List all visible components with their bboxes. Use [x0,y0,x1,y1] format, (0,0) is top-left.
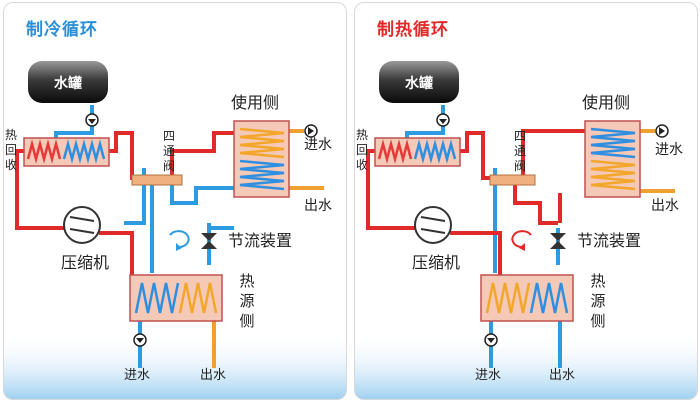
warm-water-pipes [212,129,324,368]
water-tank-label: 水罐 [405,76,433,92]
water-in-label: 进水 [304,137,332,153]
water-tank [28,61,108,103]
compressor-icon [414,206,452,244]
four-way-valve-label: 四通阀 [162,129,175,173]
cooling-cycle-panel: 制冷循环 水罐 热回收 四通阀 使用侧 进水 出水 压缩机 节流装置 热源侧 进… [3,2,347,400]
hot-coil [26,139,62,164]
panel-title: 制冷循环 [26,20,98,40]
throttle-label: 节流装置 [228,231,293,250]
four-way-valve [489,174,536,186]
warm-coil [590,159,636,191]
cold-coil [590,127,636,159]
heat-recovery-label: 热回收 [4,128,17,172]
compressor-label: 压缩机 [412,253,461,272]
throttle-valve-icon [201,223,217,249]
pump-icon [133,333,147,347]
user-side-label: 使用侧 [582,93,631,112]
heating-schematic [355,61,697,399]
compressor-label: 压缩机 [61,253,110,272]
water-background [4,333,346,399]
four-way-valve [131,174,183,186]
flow-direction-arrow-icon [511,230,532,251]
warm-coil [485,282,531,314]
panel-title: 制热循环 [377,20,449,40]
warm-coil [239,127,285,159]
water-tank [379,61,459,103]
cold-coil [62,139,106,164]
throttle-label: 节流装置 [577,231,642,250]
user-side-label: 使用侧 [231,93,280,112]
cold-coil [413,139,457,164]
pump-icon [436,113,450,127]
bottom-water-out-label: 出水 [200,368,227,383]
warm-coil [178,282,218,314]
pump-icon [85,113,99,127]
water-tank-label: 水罐 [54,76,82,92]
water-in-label: 进水 [655,142,683,158]
pump-icon [484,333,498,347]
bottom-water-in-label: 进水 [475,368,502,383]
water-background [355,333,697,399]
cold-coil [239,159,285,191]
bottom-water-out-label: 出水 [549,368,576,383]
flow-direction-arrow-icon [169,230,190,251]
cooling-schematic [4,61,346,399]
water-out-label: 出水 [651,198,679,214]
hot-coil [377,139,413,164]
hot-refrigerant-pipes [366,129,585,275]
cold-coil [529,282,569,314]
pump-icon [655,124,669,138]
compressor-icon [63,206,101,244]
heat-source-label: 热源侧 [239,272,255,330]
heating-cycle-panel: 制热循环 水罐 热回收 四通阀 使用侧 进水 出水 压缩机 节流装置 热源侧 进… [354,2,698,400]
water-out-label: 出水 [304,198,332,214]
cold-coil [134,282,180,314]
heat-source-label: 热源侧 [590,272,606,330]
pump-icon [304,124,318,138]
bottom-water-in-label: 进水 [124,368,151,383]
throttle-valve-icon [550,233,566,249]
four-way-valve-label: 四通阀 [513,129,526,173]
warm-water-pipes [640,129,675,193]
heat-recovery-label: 热回收 [355,128,368,172]
